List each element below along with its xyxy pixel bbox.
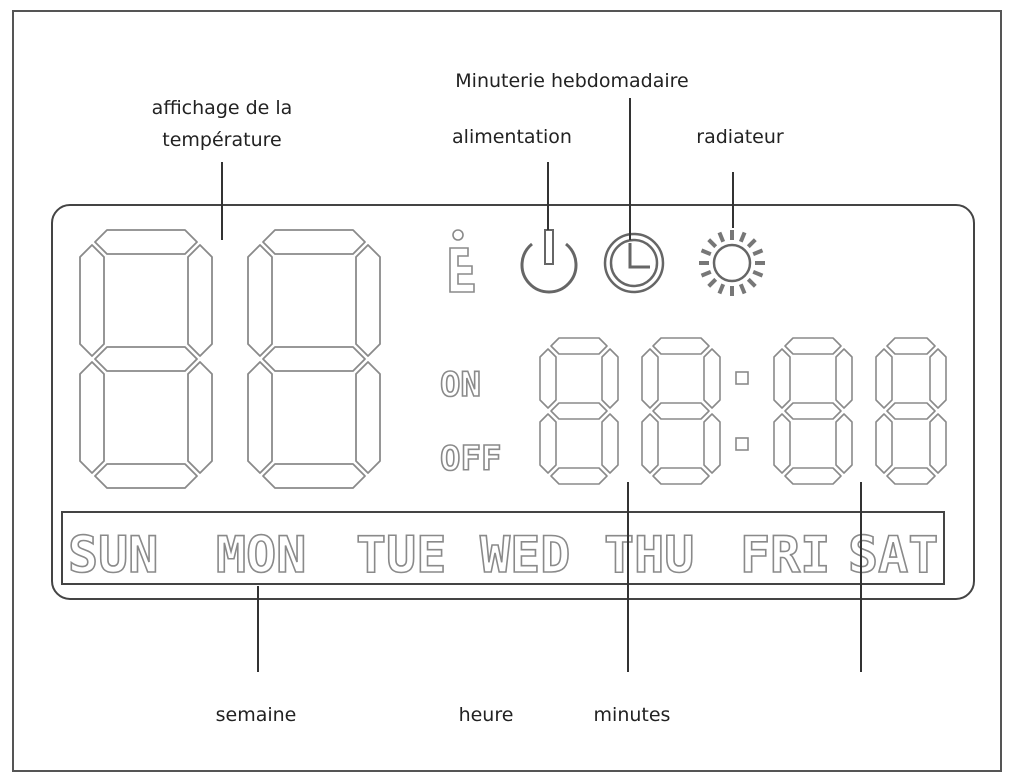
temperature-digit-2 [247, 229, 381, 489]
sun-ray [738, 283, 747, 295]
day-mon: MON [216, 526, 306, 584]
seg-c [929, 413, 947, 474]
seg-d [784, 467, 842, 485]
label-heater: radiateur [696, 126, 784, 148]
sun-ray [738, 231, 747, 243]
seg-d [886, 467, 936, 485]
sun-ray [746, 238, 757, 249]
seg-a [886, 337, 936, 355]
sun-ray [707, 277, 718, 288]
seg-c [601, 413, 619, 474]
seg-d [652, 467, 710, 485]
seg-e [773, 413, 791, 474]
day-sun: SUN [68, 526, 158, 584]
seg-f [875, 348, 893, 409]
hour-digit-1 [539, 337, 619, 485]
seg-b [601, 348, 619, 409]
seg-d [94, 463, 198, 489]
sun-ray [717, 283, 726, 295]
day-bar [61, 511, 945, 585]
seg-a [550, 337, 608, 355]
day-wed: WED [480, 526, 570, 584]
seg-g [652, 402, 710, 420]
seg-a [784, 337, 842, 355]
seg-c [703, 413, 721, 474]
seg-b [703, 348, 721, 409]
label-weekly-timer: Minuterie hebdomadaire [455, 70, 689, 92]
seg-e [641, 413, 659, 474]
seg-e [539, 413, 557, 474]
seg-e [79, 361, 105, 474]
fan-icon [449, 229, 475, 293]
seg-c [187, 361, 213, 474]
figure-frame [12, 10, 1002, 772]
day-fri: FRI [740, 526, 830, 584]
label-hour: heure [458, 704, 514, 726]
seg-g [886, 402, 936, 420]
clock-icon [603, 232, 665, 294]
seg-a [262, 229, 366, 255]
seg-f [773, 348, 791, 409]
sun-ray [707, 238, 718, 249]
seg-a [94, 229, 198, 255]
seg-b [355, 244, 381, 357]
hour-digit-2 [641, 337, 721, 485]
power-icon [520, 229, 578, 294]
sun-icon [699, 230, 765, 296]
seg-e [247, 361, 273, 474]
minute-digit-1 [773, 337, 853, 485]
seg-f [79, 244, 105, 357]
seg-d [262, 463, 366, 489]
sun-ray [752, 248, 764, 257]
day-sat: SAT [848, 526, 938, 584]
seg-b [835, 348, 853, 409]
temperature-digit-1 [79, 229, 213, 489]
seg-b [929, 348, 947, 409]
label-temperature-line1: affichage de la [151, 97, 293, 119]
label-minutes: minutes [593, 704, 671, 726]
label-temperature-line2: température [162, 129, 282, 151]
seg-a [652, 337, 710, 355]
on-indicator: ON [440, 365, 481, 405]
seg-d [550, 467, 608, 485]
sun-ray [746, 277, 757, 288]
sun-ray [700, 269, 712, 278]
seg-g [262, 346, 366, 372]
seg-f [641, 348, 659, 409]
seg-g [550, 402, 608, 420]
seg-c [835, 413, 853, 474]
seg-b [187, 244, 213, 357]
minute-digit-2 [875, 337, 947, 485]
sun-ray [700, 248, 712, 257]
label-week: semaine [215, 704, 297, 726]
label-power: alimentation [452, 126, 572, 148]
sun-ray [752, 269, 764, 278]
seg-f [247, 244, 273, 357]
label-temperature-display: affichage de la température [152, 92, 293, 156]
seg-g [784, 402, 842, 420]
off-indicator: OFF [440, 439, 501, 479]
seg-e [875, 413, 893, 474]
sun-ray [717, 231, 726, 243]
colon-dot-bottom [735, 437, 749, 451]
day-thu: THU [604, 526, 694, 584]
lcd-panel [51, 204, 975, 600]
seg-g [94, 346, 198, 372]
day-tue: TUE [356, 526, 446, 584]
colon-dot-top [735, 371, 749, 385]
seg-f [539, 348, 557, 409]
seg-c [355, 361, 381, 474]
